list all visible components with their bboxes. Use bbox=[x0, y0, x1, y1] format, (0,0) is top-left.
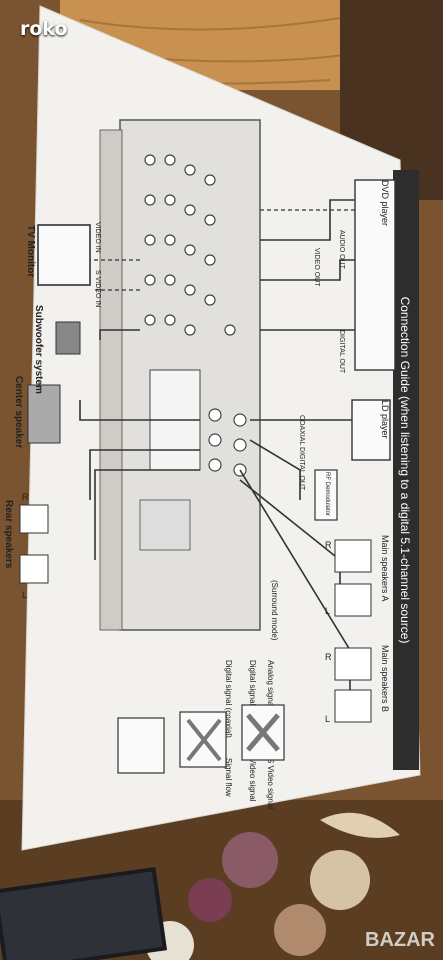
sheet-title: Connection Guide (when listening to a di… bbox=[398, 297, 412, 644]
main-b-l-label: L bbox=[325, 714, 330, 724]
audio-out-label: AUDIO OUT bbox=[338, 230, 345, 270]
main-speaker-b-right-shape bbox=[334, 647, 372, 681]
center-speaker-shape bbox=[27, 384, 61, 444]
tv-monitor-shape bbox=[37, 224, 91, 286]
spec-label bbox=[139, 499, 191, 551]
center-speaker-label: Center speaker bbox=[13, 376, 24, 448]
digital-out-label: DIGITAL OUT bbox=[338, 330, 345, 374]
legend-digital-coaxial: Digital signal (coaxial) bbox=[224, 660, 233, 738]
main-b-r-label: R bbox=[325, 652, 332, 662]
main-speaker-a-left-shape bbox=[334, 583, 372, 617]
rf-demodulator-box bbox=[314, 469, 338, 521]
subwoofer-label: Subwoofer system bbox=[33, 305, 44, 394]
surround-mode-label: (Surround mode) bbox=[270, 580, 279, 641]
dvd-player-label: DVD player bbox=[380, 180, 390, 226]
main-b-label: Main speakers B bbox=[380, 645, 390, 712]
video-in-label: VIDEO IN bbox=[94, 222, 101, 253]
coaxial-label: COAXIAL DIGITAL OUT bbox=[298, 415, 305, 491]
main-a-r-label: R bbox=[325, 540, 332, 550]
rear-speaker-right-shape bbox=[19, 504, 49, 534]
main-a-l-label: L bbox=[325, 606, 330, 616]
legend-s-video: S Video signal bbox=[266, 758, 275, 809]
dvd-player-box bbox=[354, 179, 396, 371]
video-out-label: VIDEO OUT bbox=[313, 248, 320, 287]
legend-digital-optical: Digital signal (optical) bbox=[248, 660, 257, 736]
rear-r-label: R bbox=[22, 492, 29, 502]
legend-video: Video signal bbox=[248, 758, 257, 802]
legend-analog: Analog signal bbox=[266, 660, 275, 708]
main-speaker-a-right-shape bbox=[334, 539, 372, 573]
main-a-label: Main speakers A bbox=[380, 535, 390, 602]
tv-monitor-label: TV Monitor bbox=[25, 225, 36, 277]
s-video-in-label: S VIDEO IN bbox=[94, 270, 101, 307]
main-speaker-b-left-shape bbox=[334, 689, 372, 723]
legend-pictograms bbox=[117, 704, 285, 774]
legend: (Surround mode) Analog signal Digital si… bbox=[224, 580, 279, 809]
title-bar: Connection Guide (when listening to a di… bbox=[393, 170, 419, 770]
rear-speakers-label: Rear speakers bbox=[3, 500, 14, 569]
rear-speaker-left-shape bbox=[19, 554, 49, 584]
jack-grid bbox=[144, 154, 247, 477]
rear-l-label: L bbox=[22, 590, 27, 600]
rf-demod-label: RF Demodulator bbox=[324, 472, 330, 516]
receiver-side bbox=[99, 129, 123, 631]
user-tag: roko bbox=[20, 18, 68, 40]
subwoofer-shape bbox=[55, 321, 81, 355]
ld-player-label: LD player bbox=[380, 400, 390, 439]
ld-player-box bbox=[351, 399, 391, 461]
legend-flow: Signal flow bbox=[224, 758, 233, 797]
watermark: BAZAR bbox=[365, 929, 435, 951]
